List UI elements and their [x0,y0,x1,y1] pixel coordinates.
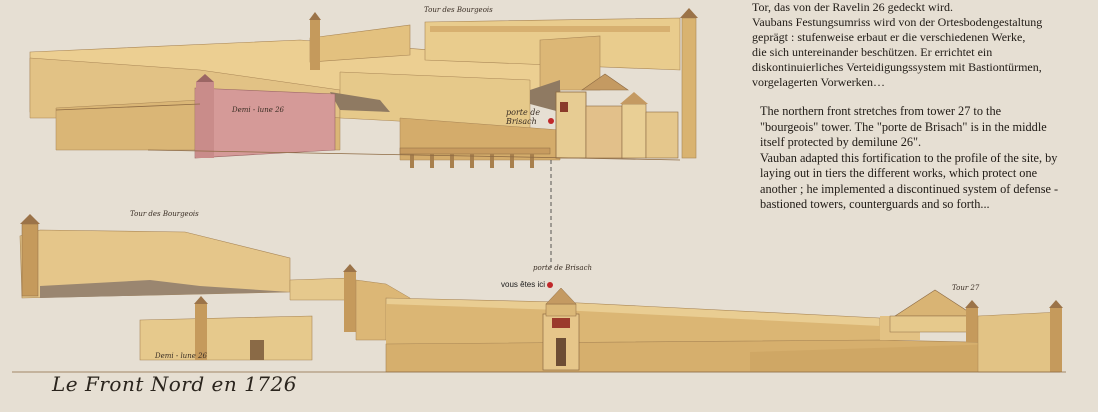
you-are-here-marker [547,282,553,288]
label-demi-lune-bottom: Demi - lune 26 [155,352,207,360]
label-tour-27: Tour 27 [952,284,980,292]
english-text: The northern front stretches from tower … [760,104,1059,211]
top-perspective-drawing [29,8,698,268]
label-porte-brisach-top: porte de Brisach [506,108,541,126]
label-demi-lune-top: Demi - lune 26 [232,106,284,114]
bottom-elevation-drawing [12,214,1066,373]
label-tour-bourgeois-top: Tour des Bourgeois [424,6,493,14]
label-tour-bourgeois-bottom: Tour des Bourgeois [130,210,199,218]
drawing-title: Le Front Nord en 1726 [52,372,297,396]
german-text: Tor, das von der Ravelin 26 gedeckt wird… [752,0,1043,89]
you-are-here-label: vous êtes ici [501,280,546,289]
label-porte-brisach-bottom: porte de Brisach [533,264,592,272]
